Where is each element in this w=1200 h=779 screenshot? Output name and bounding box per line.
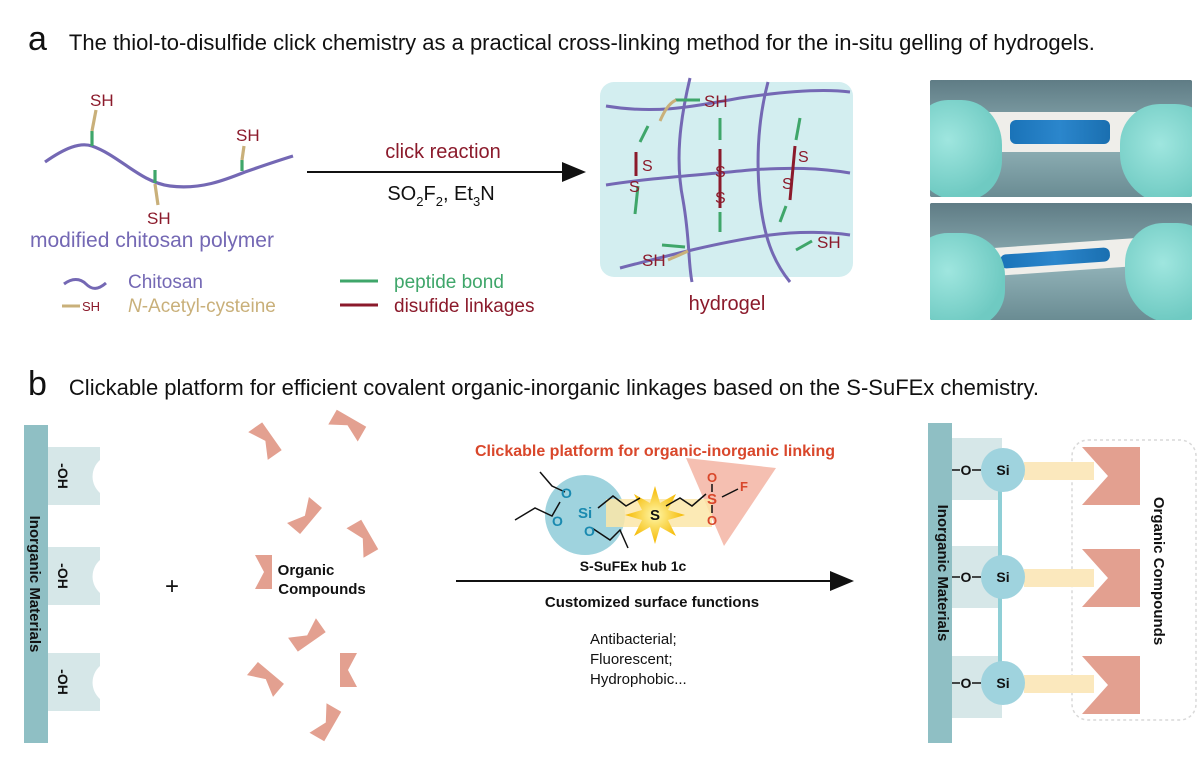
o-label: O xyxy=(961,462,972,478)
organic-compounds-scatter xyxy=(246,409,379,742)
linker-glow xyxy=(1024,569,1094,587)
inorganic-bar-left xyxy=(24,425,48,743)
sh-label: SH xyxy=(90,91,114,110)
hydrogel-sh: SH xyxy=(704,92,728,111)
legend-chitosan-swatch xyxy=(63,278,107,290)
inorganic-material-left xyxy=(24,425,100,743)
hub-si: Si xyxy=(578,505,592,522)
function-item: Fluorescent; xyxy=(590,651,673,668)
linker-glow xyxy=(1024,462,1094,480)
legend-chitosan: Chitosan xyxy=(128,272,203,293)
hydrogel-photo-twisted xyxy=(930,203,1192,320)
silane-circle xyxy=(545,475,625,555)
hydrogel-box xyxy=(600,82,853,277)
hub-sulfonyl-o: O xyxy=(707,470,717,485)
hub-label: S-SuFEx hub 1c xyxy=(580,558,687,574)
platform-title: Clickable platform for organic-inorganic… xyxy=(475,443,835,460)
sh-label: SH xyxy=(236,126,260,145)
si-label: Si xyxy=(996,675,1009,691)
linker-glow xyxy=(1024,675,1094,693)
function-item: Antibacterial; xyxy=(590,631,677,648)
reagent-so2f2-part1: SO xyxy=(387,183,416,205)
thiol-star xyxy=(625,486,685,544)
hub-sulfonyl-s: S xyxy=(707,491,717,508)
left-binding-pocket xyxy=(92,560,100,593)
organic-block xyxy=(1082,656,1140,714)
panel-a-heading: a The thiol-to-disulfide click chemistry… xyxy=(28,22,1095,56)
arrow-condition-bottom: SO2F2, Et3N xyxy=(387,183,494,209)
oh-label: -OH xyxy=(55,669,71,695)
panel-a-title: The thiol-to-disulfide click chemistry a… xyxy=(68,30,1095,55)
reagent-so2f2-part2: F xyxy=(423,183,435,205)
sufex-hub-molecule xyxy=(514,458,776,555)
reagent-et3n-sub: 3 xyxy=(473,194,480,209)
si-circle xyxy=(981,448,1025,492)
hydrogel-s: S xyxy=(629,179,640,196)
left-ligand-block xyxy=(46,547,100,605)
function-item: Hydrophobic... xyxy=(590,671,687,688)
inorganic-bar-right xyxy=(928,423,952,743)
left-ligand-block xyxy=(46,653,100,711)
legend-nac: N-Acetyl-cysteine xyxy=(128,296,276,317)
polymer-label: modified chitosan polymer xyxy=(30,229,274,252)
panel-b-heading: b Clickable platform for efficient coval… xyxy=(28,367,1039,401)
oh-label: -OH xyxy=(55,563,71,589)
organic-label-right: Organic Compounds xyxy=(1150,497,1167,645)
sulfonyl-fluoride-cone xyxy=(686,458,776,546)
si-label: Si xyxy=(996,569,1009,585)
reagent-et3n-part2: N xyxy=(480,183,494,205)
panel-a-letter: a xyxy=(28,20,47,58)
plus-sign: + xyxy=(165,573,179,600)
hydrogel-sh: SH xyxy=(817,233,841,252)
legend: Chitosan SH N-Acetyl-cysteine peptide bo… xyxy=(62,272,534,317)
inorganic-label-left: Inorganic Materials xyxy=(26,516,43,653)
arrow-b-label: Customized surface functions xyxy=(545,594,759,611)
hydrogel-photo-flat xyxy=(930,80,1192,197)
hub-f: F xyxy=(740,479,748,494)
organic-label-line1: Organic xyxy=(278,562,335,579)
panel-b-letter: b xyxy=(28,365,47,403)
hydrogel-network xyxy=(605,77,851,283)
o-label: O xyxy=(961,569,972,585)
hub-sulfonyl-o: O xyxy=(707,513,717,528)
left-ligand-block xyxy=(46,447,100,505)
inorganic-label-right: Inorganic Materials xyxy=(934,505,951,642)
hub-o: O xyxy=(552,513,563,529)
hydrogel-s: S xyxy=(715,164,726,181)
sh-label: SH xyxy=(147,209,171,228)
organic-block xyxy=(1082,549,1140,607)
hydrogel-s: S xyxy=(798,149,809,166)
hydrogel-s: S xyxy=(782,176,793,193)
hydrogel-s: S xyxy=(642,158,653,175)
left-binding-pocket xyxy=(92,666,100,699)
hydrogel-s: S xyxy=(715,190,726,207)
reagent-et3n-part1: , Et xyxy=(443,183,473,205)
si-label: Si xyxy=(996,462,1009,478)
legend-peptide: peptide bond xyxy=(394,272,504,293)
reagent-so2f2-sub2: 2 xyxy=(436,194,443,209)
si-circle xyxy=(981,661,1025,705)
organic-label-line2: Compounds xyxy=(278,581,366,598)
reagent-so2f2-sub1: 2 xyxy=(416,194,423,209)
hub-s: S xyxy=(650,507,660,524)
arrow-condition-top: click reaction xyxy=(385,141,501,163)
o-label: O xyxy=(961,675,972,691)
hub-o: O xyxy=(584,523,595,539)
modified-chitosan-polymer xyxy=(44,109,294,206)
legend-sh: SH xyxy=(82,299,100,314)
inorganic-material-right xyxy=(928,423,1197,743)
hydrogel-label: hydrogel xyxy=(689,293,766,315)
oh-label: -OH xyxy=(55,463,71,489)
hydrogel-sh: SH xyxy=(642,251,666,270)
organic-block xyxy=(1082,447,1140,505)
legend-disulfide: disufide linkages xyxy=(394,296,534,317)
panel-b-title: Clickable platform for efficient covalen… xyxy=(68,375,1040,400)
si-circle xyxy=(981,555,1025,599)
left-binding-pocket xyxy=(92,460,100,493)
hub-o: O xyxy=(561,485,572,501)
